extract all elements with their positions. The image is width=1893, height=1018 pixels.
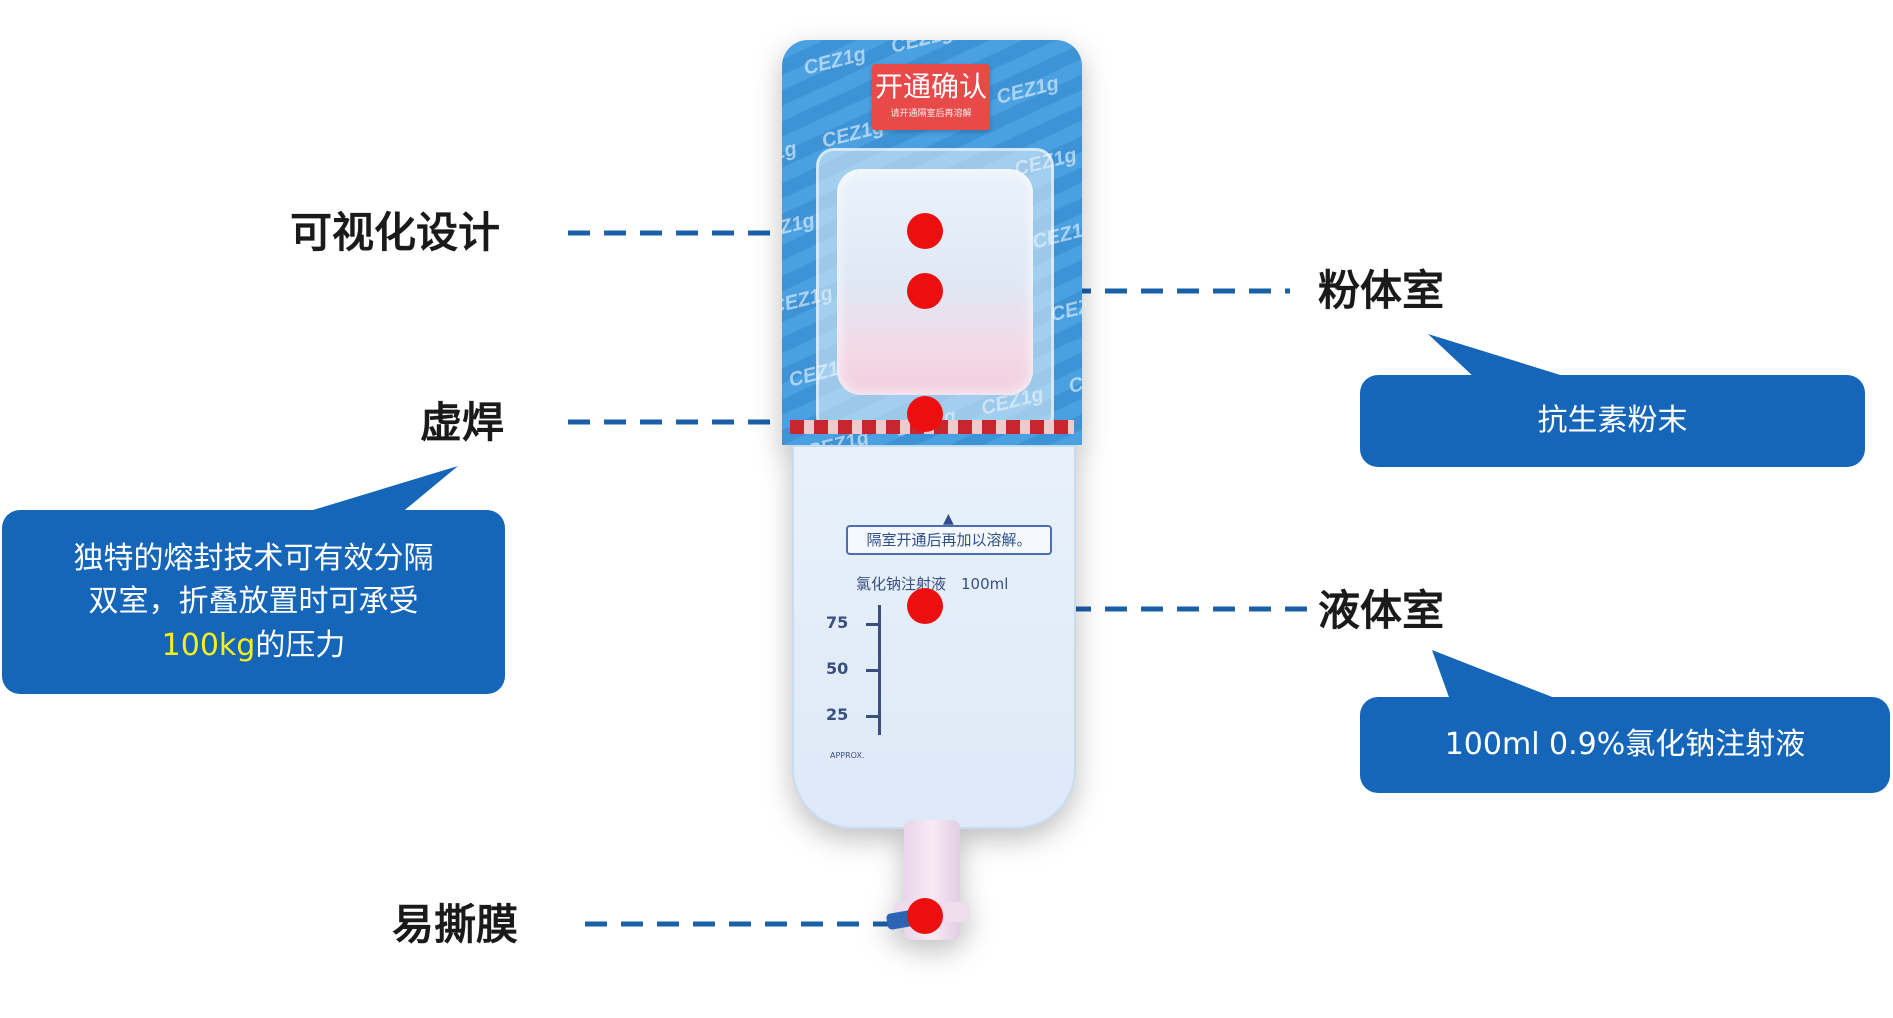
label-visual-design: 可视化设计	[290, 208, 501, 257]
instruction-box: 隔室开通后再加以溶解。	[846, 525, 1052, 555]
callout-tail-powder	[1428, 334, 1570, 378]
callout-weld-line1: 独特的熔封技术可有效分隔	[73, 540, 434, 576]
marker-dot-tear-film	[907, 898, 943, 934]
callout-liquid-text: 100ml 0.9%氯化钠注射液	[1444, 727, 1806, 763]
scale-tick	[866, 623, 880, 626]
open-confirm-label: 开通确认 请开通隔室后再溶解	[872, 64, 990, 130]
bag-print-text: CEZ1g	[994, 71, 1061, 109]
scale-tick	[866, 669, 880, 672]
callout-liquid: 100ml 0.9%氯化钠注射液	[1360, 697, 1890, 793]
callout-powder: 抗生素粉末	[1360, 375, 1865, 467]
marker-dot-visual-design	[907, 213, 943, 249]
label-tear-film: 易撕膜	[392, 900, 519, 949]
callout-weld-line2: 双室，折叠放置时可承受	[88, 584, 419, 620]
callout-weld-line3: 100kg的压力	[74, 624, 434, 668]
marker-dot-virtual-weld	[907, 396, 943, 432]
approx-text: APPROX.	[830, 751, 865, 760]
bag-liquid-section: ▲ 隔室开通后再加以溶解。 氯化钠注射液 100ml 75 50 25 APPR…	[792, 445, 1076, 829]
callout-weld-line3-rest: 的压力	[255, 627, 346, 663]
callout-weld: 独特的熔封技术可有效分隔 双室，折叠放置时可承受 100kg的压力	[2, 510, 505, 694]
scale-mark-75: 75	[826, 613, 849, 632]
scale-mark-50: 50	[826, 659, 849, 678]
volume-scale: 75 50 25	[826, 605, 906, 745]
scale-mark-25: 25	[826, 705, 849, 724]
open-confirm-subtitle: 请开通隔室后再溶解	[890, 109, 972, 119]
callout-tail-weld	[300, 466, 458, 514]
callout-weld-text: 独特的熔封技术可有效分隔 双室，折叠放置时可承受 100kg的压力	[74, 537, 434, 668]
label-virtual-weld: 虚焊	[420, 398, 505, 447]
label-powder-chamber: 粉体室	[1318, 266, 1445, 315]
callout-weld-highlight: 100kg	[161, 627, 256, 663]
marker-dot-powder-chamber	[907, 273, 943, 309]
product-name: 氯化钠注射液 100ml	[856, 575, 1009, 593]
open-confirm-title: 开通确认	[874, 70, 987, 103]
scale-tick	[866, 715, 880, 718]
arrow-up-icon: ▲	[943, 511, 954, 527]
label-liquid-chamber: 液体室	[1318, 586, 1445, 635]
callout-tail-liquid	[1432, 650, 1560, 700]
callout-powder-text: 抗生素粉末	[1537, 403, 1688, 439]
marker-dot-liquid-chamber	[907, 588, 943, 624]
